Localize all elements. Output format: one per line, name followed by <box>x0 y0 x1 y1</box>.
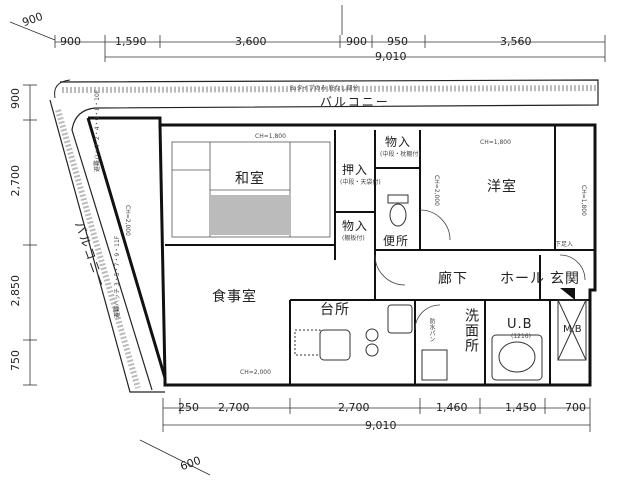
room-washitsu: 和室 <box>235 171 265 187</box>
room-youshitsu: 洋室 <box>487 179 517 195</box>
dimension-lines-bottom <box>139 398 591 476</box>
balcony-outline <box>49 79 599 393</box>
dim-top-0: 900 <box>60 35 81 48</box>
dim-top-total: 9,010 <box>375 50 407 63</box>
room-bousui-pan: 防水パン <box>428 318 435 342</box>
room-monoire2-note: (棚板付) <box>342 235 365 242</box>
annotation-ch-side: CH=2,000 <box>124 205 131 236</box>
hatch-upper-label: 避難ハッチ 2・4・6・8・10F <box>94 89 101 172</box>
dim-top-5: 3,560 <box>500 35 532 48</box>
room-shitabako: 下足入 <box>555 241 574 248</box>
room-monoire1-note: (中段・枕棚付) <box>380 151 421 158</box>
room-senmenjo: 洗面所 <box>463 308 479 353</box>
dim-left-2: 2,850 <box>9 275 22 307</box>
room-hall: ホール <box>500 271 545 287</box>
annotation-ch3: CH=2,000 <box>240 369 271 376</box>
room-benjo: 便所 <box>383 234 410 248</box>
dim-top-4: 950 <box>387 35 408 48</box>
entry-marker <box>560 288 575 300</box>
dim-bottom-1: 2,700 <box>218 401 250 414</box>
room-ub-size: (1216) <box>511 333 531 340</box>
annotation-ch2: CH=1,800 <box>480 139 511 146</box>
annotation-ch4: CH=2,000 <box>433 175 440 206</box>
room-ub: U.B <box>507 317 533 332</box>
annotation-ch1: CH=1,800 <box>255 133 286 140</box>
dim-top-2: 3,600 <box>235 35 267 48</box>
door-swings <box>374 209 586 331</box>
room-oshiire: 押入 <box>342 163 369 177</box>
dim-bottom-2: 2,700 <box>338 401 370 414</box>
room-mb: M.B <box>563 324 582 335</box>
room-daidokoro: 台所 <box>320 302 350 318</box>
dim-bottom-0: 250 <box>178 401 199 414</box>
interior-walls <box>165 125 595 385</box>
dim-bottom-3: 1,460 <box>436 401 468 414</box>
dimension-lines-top <box>9 5 606 62</box>
dim-bottom-total: 9,010 <box>365 419 397 432</box>
dim-top-1: 1,590 <box>115 35 147 48</box>
dimension-lines-left <box>23 84 37 386</box>
room-rouka: 廊下 <box>438 271 468 287</box>
dim-left-3: 750 <box>9 350 22 371</box>
dim-left-0: 900 <box>9 88 22 109</box>
dim-left-1: 2,700 <box>9 165 22 197</box>
dim-bottom-4: 1,450 <box>505 401 537 414</box>
balcony-top-note: B₂タイプのみ 庇なし部分 <box>290 85 359 92</box>
hatch-lower-label: 避難ハッチ 3・5・7・9・11F <box>114 235 121 318</box>
dim-top-3: 900 <box>346 35 367 48</box>
annotation-ch5: CH=1,800 <box>580 185 587 216</box>
room-monoire1: 物入 <box>385 135 412 149</box>
room-monoire2: 物入 <box>342 219 369 233</box>
balcony-top-label: バルコニー <box>320 95 390 109</box>
room-genkan: 玄関 <box>550 271 580 287</box>
room-shokujishitsu: 食事室 <box>212 289 257 305</box>
room-oshiire-note: (中段・天袋付) <box>340 179 381 186</box>
building-walls <box>86 116 597 387</box>
fixtures <box>294 194 587 381</box>
dim-bottom-5: 700 <box>565 401 586 414</box>
tatami-shaded <box>210 195 290 235</box>
